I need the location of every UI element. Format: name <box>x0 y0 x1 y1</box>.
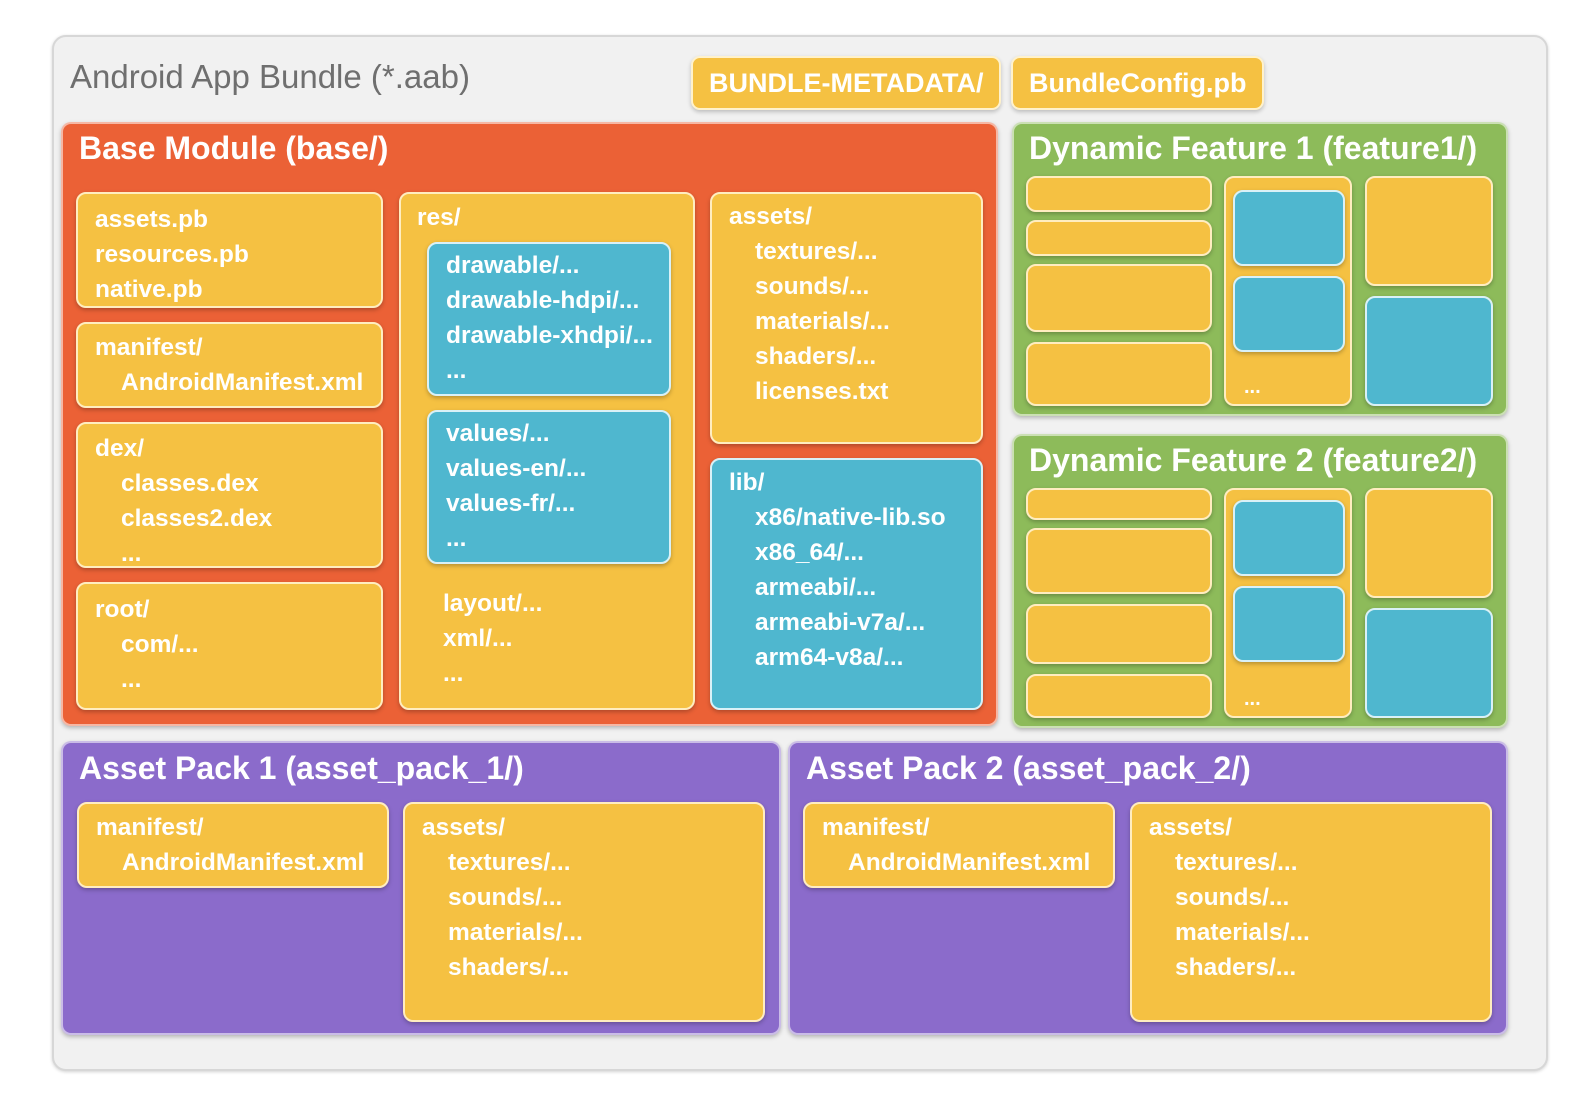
asset-pack-2-title: Asset Pack 2 (asset_pack_2/) <box>806 750 1251 786</box>
file-label: AndroidManifest.xml <box>121 369 364 396</box>
asset-pack-2-manifest-box: manifest/ AndroidManifest.xml <box>803 802 1115 888</box>
folder-label: ... <box>446 525 467 552</box>
feature-folder-box <box>1365 296 1493 406</box>
folder-label: armeabi-v7a/... <box>755 609 926 636</box>
feature-file-box <box>1026 674 1212 718</box>
root-box: root/ com/... ... <box>76 582 383 710</box>
folder-label: textures/... <box>448 849 571 876</box>
dex-box: dex/ classes.dex classes2.dex ... <box>76 422 383 568</box>
folder-label: materials/... <box>448 919 583 946</box>
asset-pack-1-manifest-box: manifest/ AndroidManifest.xml <box>77 802 389 888</box>
folder-label: x86_64/... <box>755 539 864 566</box>
folder-label: manifest/ <box>822 814 930 841</box>
folder-label: drawable-xhdpi/... <box>446 322 653 349</box>
folder-label: textures/... <box>755 238 878 265</box>
res-other-list: layout/... xml/... ... <box>443 586 542 691</box>
folder-label: layout/... <box>443 590 543 617</box>
bundle-metadata-chip: BUNDLE-METADATA/ <box>691 56 1002 110</box>
file-label: ... <box>121 666 142 693</box>
pb-file: native.pb <box>95 276 203 303</box>
folder-label: arm64-v8a/... <box>755 644 904 671</box>
folder-label: drawable-hdpi/... <box>446 287 640 314</box>
asset-pack-2-assets-box: assets/ textures/... sounds/... material… <box>1130 802 1492 1022</box>
asset-pack-1-title: Asset Pack 1 (asset_pack_1/) <box>79 750 524 786</box>
file-label: classes2.dex <box>121 505 273 532</box>
feature-file-box <box>1365 488 1493 598</box>
asset-pack-1-assets-box: assets/ textures/... sounds/... material… <box>403 802 765 1022</box>
feature-file-box <box>1026 342 1212 406</box>
folder-label: assets/ <box>1149 814 1233 841</box>
folder-label: lib/ <box>729 469 765 496</box>
file-label: ... <box>121 540 142 567</box>
pb-files-box: assets.pb resources.pb native.pb <box>76 192 383 308</box>
folder-label: ... <box>443 660 464 687</box>
folder-label: armeabi/... <box>755 574 877 601</box>
bundle-title: Android App Bundle (*.aab) <box>70 58 470 95</box>
folder-label: xml/... <box>443 625 513 652</box>
folder-label: root/ <box>95 596 150 623</box>
base-module-title: Base Module (base/) <box>79 130 389 166</box>
folder-label: dex/ <box>95 435 145 462</box>
feature-file-box <box>1026 488 1212 520</box>
base-manifest-box: manifest/ AndroidManifest.xml <box>76 322 383 408</box>
feature-subfolder-box <box>1233 190 1345 266</box>
ellipsis-label: ... <box>1244 688 1261 710</box>
file-label: classes.dex <box>121 470 259 497</box>
folder-label: materials/... <box>1175 919 1310 946</box>
feature-subfolder-box <box>1233 586 1345 662</box>
folder-label: values-fr/... <box>446 490 576 517</box>
feature-subfolder-box <box>1233 500 1345 576</box>
feature-folder-box: ... <box>1224 488 1352 718</box>
folder-label: sounds/... <box>1175 884 1290 911</box>
values-box: values/... values-en/... values-fr/... .… <box>427 410 671 564</box>
file-label: x86/native-lib.so <box>755 504 946 531</box>
ellipsis-label: ... <box>1244 376 1261 398</box>
folder-label: assets/ <box>729 203 813 230</box>
folder-label: manifest/ <box>96 814 204 841</box>
file-label: AndroidManifest.xml <box>848 849 1091 876</box>
folder-label: sounds/... <box>448 884 563 911</box>
folder-label: values-en/... <box>446 455 587 482</box>
file-label: com/... <box>121 631 199 658</box>
feature-folder-box: ... <box>1224 176 1352 406</box>
dynamic-feature-1-title: Dynamic Feature 1 (feature1/) <box>1029 130 1478 166</box>
res-box: res/ drawable/... drawable-hdpi/... draw… <box>399 192 695 710</box>
base-assets-box: assets/ textures/... sounds/... material… <box>710 192 983 444</box>
folder-label: manifest/ <box>95 334 203 361</box>
folder-label: ... <box>446 357 467 384</box>
folder-label: textures/... <box>1175 849 1298 876</box>
file-label: AndroidManifest.xml <box>122 849 365 876</box>
folder-label: shaders/... <box>1175 954 1297 981</box>
feature-file-box <box>1026 220 1212 256</box>
folder-label: shaders/... <box>755 343 877 370</box>
folder-label: drawable/... <box>446 252 580 279</box>
feature-file-box <box>1026 176 1212 212</box>
lib-box: lib/ x86/native-lib.so x86_64/... armeab… <box>710 458 983 710</box>
pb-file: assets.pb <box>95 206 209 233</box>
folder-label: values/... <box>446 420 550 447</box>
feature-file-box <box>1026 528 1212 594</box>
drawable-box: drawable/... drawable-hdpi/... drawable-… <box>427 242 671 396</box>
folder-label: assets/ <box>422 814 506 841</box>
file-label: licenses.txt <box>755 378 889 405</box>
feature-file-box <box>1026 264 1212 332</box>
dynamic-feature-2-title: Dynamic Feature 2 (feature2/) <box>1029 442 1478 478</box>
folder-label: shaders/... <box>448 954 570 981</box>
feature-file-box <box>1365 176 1493 286</box>
feature-file-box <box>1026 604 1212 664</box>
folder-label: res/ <box>417 204 461 231</box>
bundle-config-chip: BundleConfig.pb <box>1011 56 1265 110</box>
feature-subfolder-box <box>1233 276 1345 352</box>
folder-label: sounds/... <box>755 273 870 300</box>
folder-label: materials/... <box>755 308 890 335</box>
feature-folder-box <box>1365 608 1493 718</box>
pb-file: resources.pb <box>95 241 249 268</box>
